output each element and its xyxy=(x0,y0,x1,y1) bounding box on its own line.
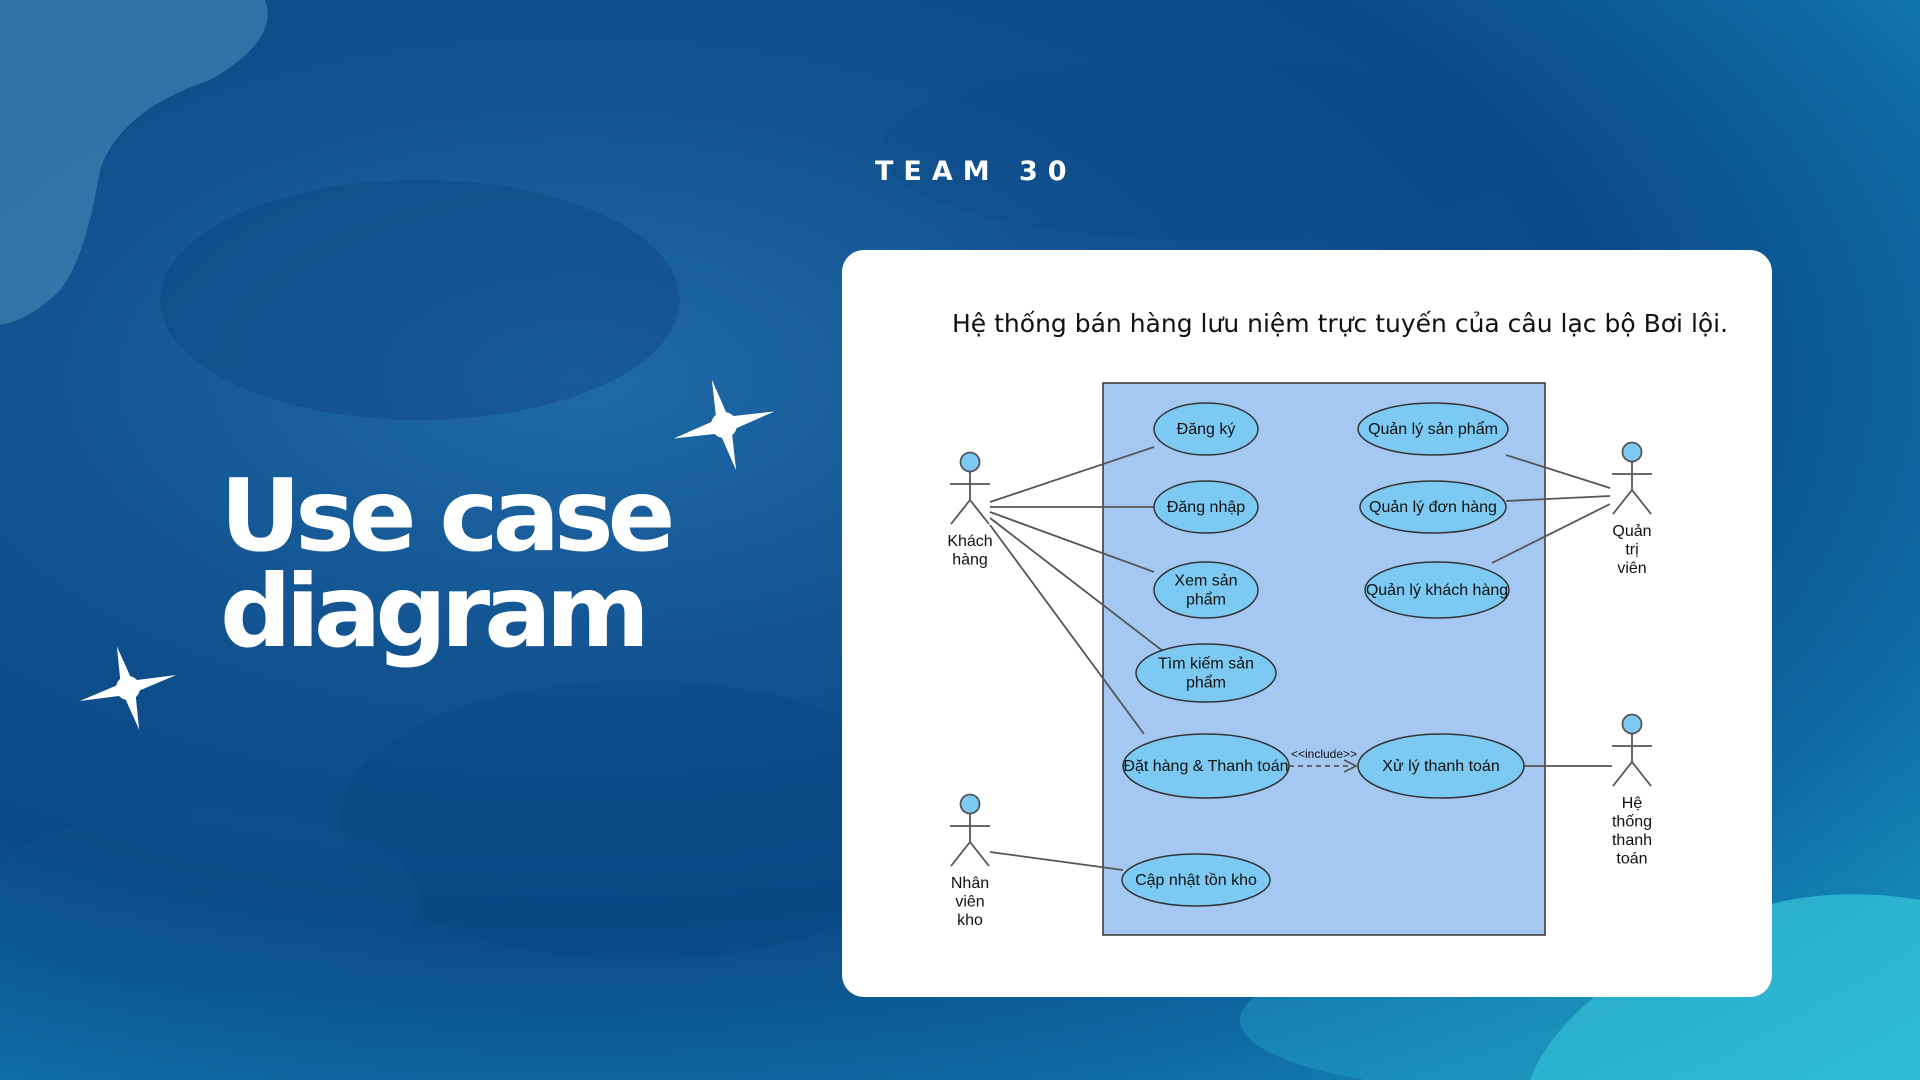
usecase-label: Đăng nhập xyxy=(1167,499,1245,516)
top-left-blob xyxy=(0,0,268,325)
actor-icon xyxy=(950,451,990,525)
usecase-label: Quản lý khách hàng xyxy=(1366,582,1508,599)
actor-icon xyxy=(1612,441,1652,515)
usecase-label: phẩm xyxy=(1186,674,1226,692)
association-line xyxy=(1505,495,1611,502)
usecase-ellipse xyxy=(1357,402,1509,456)
usecase-manage-orders: Quản lý đơn hàng xyxy=(1359,480,1507,534)
actor-label: Quản xyxy=(1612,523,1651,540)
usecase-manage-customers: Quản lý khách hàng xyxy=(1364,561,1510,619)
slide-heading: Use case diagram xyxy=(220,457,780,670)
association-line xyxy=(989,851,1124,871)
actor-customer: Khách hàng xyxy=(947,451,993,569)
association-line xyxy=(989,524,1145,735)
usecase-label: Tìm kiếm sản xyxy=(1158,656,1254,673)
association-line xyxy=(989,446,1155,503)
include-label: <<include>> xyxy=(1291,747,1357,761)
actor-label: thống xyxy=(1612,814,1652,831)
heading-line-2: diagram xyxy=(220,553,650,670)
association-line xyxy=(989,511,1155,573)
usecase-ellipse xyxy=(1153,402,1259,456)
actors: KháchhàngQuảntrịviênHệthốngthanhtoánNhân… xyxy=(947,441,1652,929)
heading-line-1: Use case xyxy=(220,457,675,574)
actor-label: Nhân xyxy=(951,875,989,892)
usecase-login: Đăng nhập xyxy=(1153,480,1259,534)
sparkle-icon xyxy=(79,646,177,730)
diagram-title: Hệ thống bán hàng lưu niệm trực tuyến củ… xyxy=(952,309,1728,338)
include-arrowhead xyxy=(1343,759,1359,773)
actor-label: thanh xyxy=(1612,832,1652,849)
usecase-ellipse xyxy=(1153,480,1259,534)
usecase-register: Đăng ký xyxy=(1153,402,1259,456)
usecase-ellipse xyxy=(1153,561,1259,619)
actor-label: Hệ xyxy=(1622,795,1643,812)
association-line xyxy=(1505,454,1611,489)
usecase-label: Quản lý đơn hàng xyxy=(1369,499,1497,516)
usecase-ellipse xyxy=(1135,643,1277,703)
use-case-diagram: Hệ thống bán hàng lưu niệm trực tuyến củ… xyxy=(947,309,1728,936)
usecase-update-stock: Cập nhật tồn kho xyxy=(1121,853,1271,907)
usecase-ellipse xyxy=(1121,853,1271,907)
team-label: TEAM 30 xyxy=(875,156,1077,187)
usecase-manage-products: Quản lý sản phẩm xyxy=(1357,402,1509,456)
actor-label: toán xyxy=(1616,851,1647,868)
usecase-label: Đăng ký xyxy=(1177,421,1236,438)
association-line xyxy=(989,517,1169,656)
actor-label: kho xyxy=(957,912,983,929)
actor-label: trị xyxy=(1625,542,1638,559)
usecase-ellipse xyxy=(1122,733,1290,799)
usecase-process-payment: Xử lý thanh toán xyxy=(1357,733,1525,799)
usecase-label: Đặt hàng & Thanh toán xyxy=(1123,758,1288,775)
diagram-card: Hệ thống bán hàng lưu niệm trực tuyến củ… xyxy=(842,250,1772,997)
association-line xyxy=(1491,503,1611,564)
usecase-label: phẩm xyxy=(1186,591,1226,609)
usecase-ellipse xyxy=(1364,561,1510,619)
usecase-order-payment: Đặt hàng & Thanh toán xyxy=(1122,733,1290,799)
usecase-label: Xử lý thanh toán xyxy=(1382,758,1499,775)
usecase-ellipse xyxy=(1357,733,1525,799)
actor-label: hàng xyxy=(952,552,988,569)
actor-icon xyxy=(1612,713,1652,787)
usecase-label: Quản lý sản phẩm xyxy=(1368,420,1498,438)
actor-icon xyxy=(950,793,990,867)
actor-label: viên xyxy=(1617,560,1646,577)
usecase-ellipse xyxy=(1359,480,1507,534)
actor-label: viên xyxy=(955,894,984,911)
sparkle-icon xyxy=(673,379,775,471)
usecase-label: Xem sản xyxy=(1174,573,1237,590)
actor-label: Khách xyxy=(947,533,992,550)
usecase-label: Cập nhật tồn kho xyxy=(1135,872,1257,889)
association-lines xyxy=(989,446,1612,871)
